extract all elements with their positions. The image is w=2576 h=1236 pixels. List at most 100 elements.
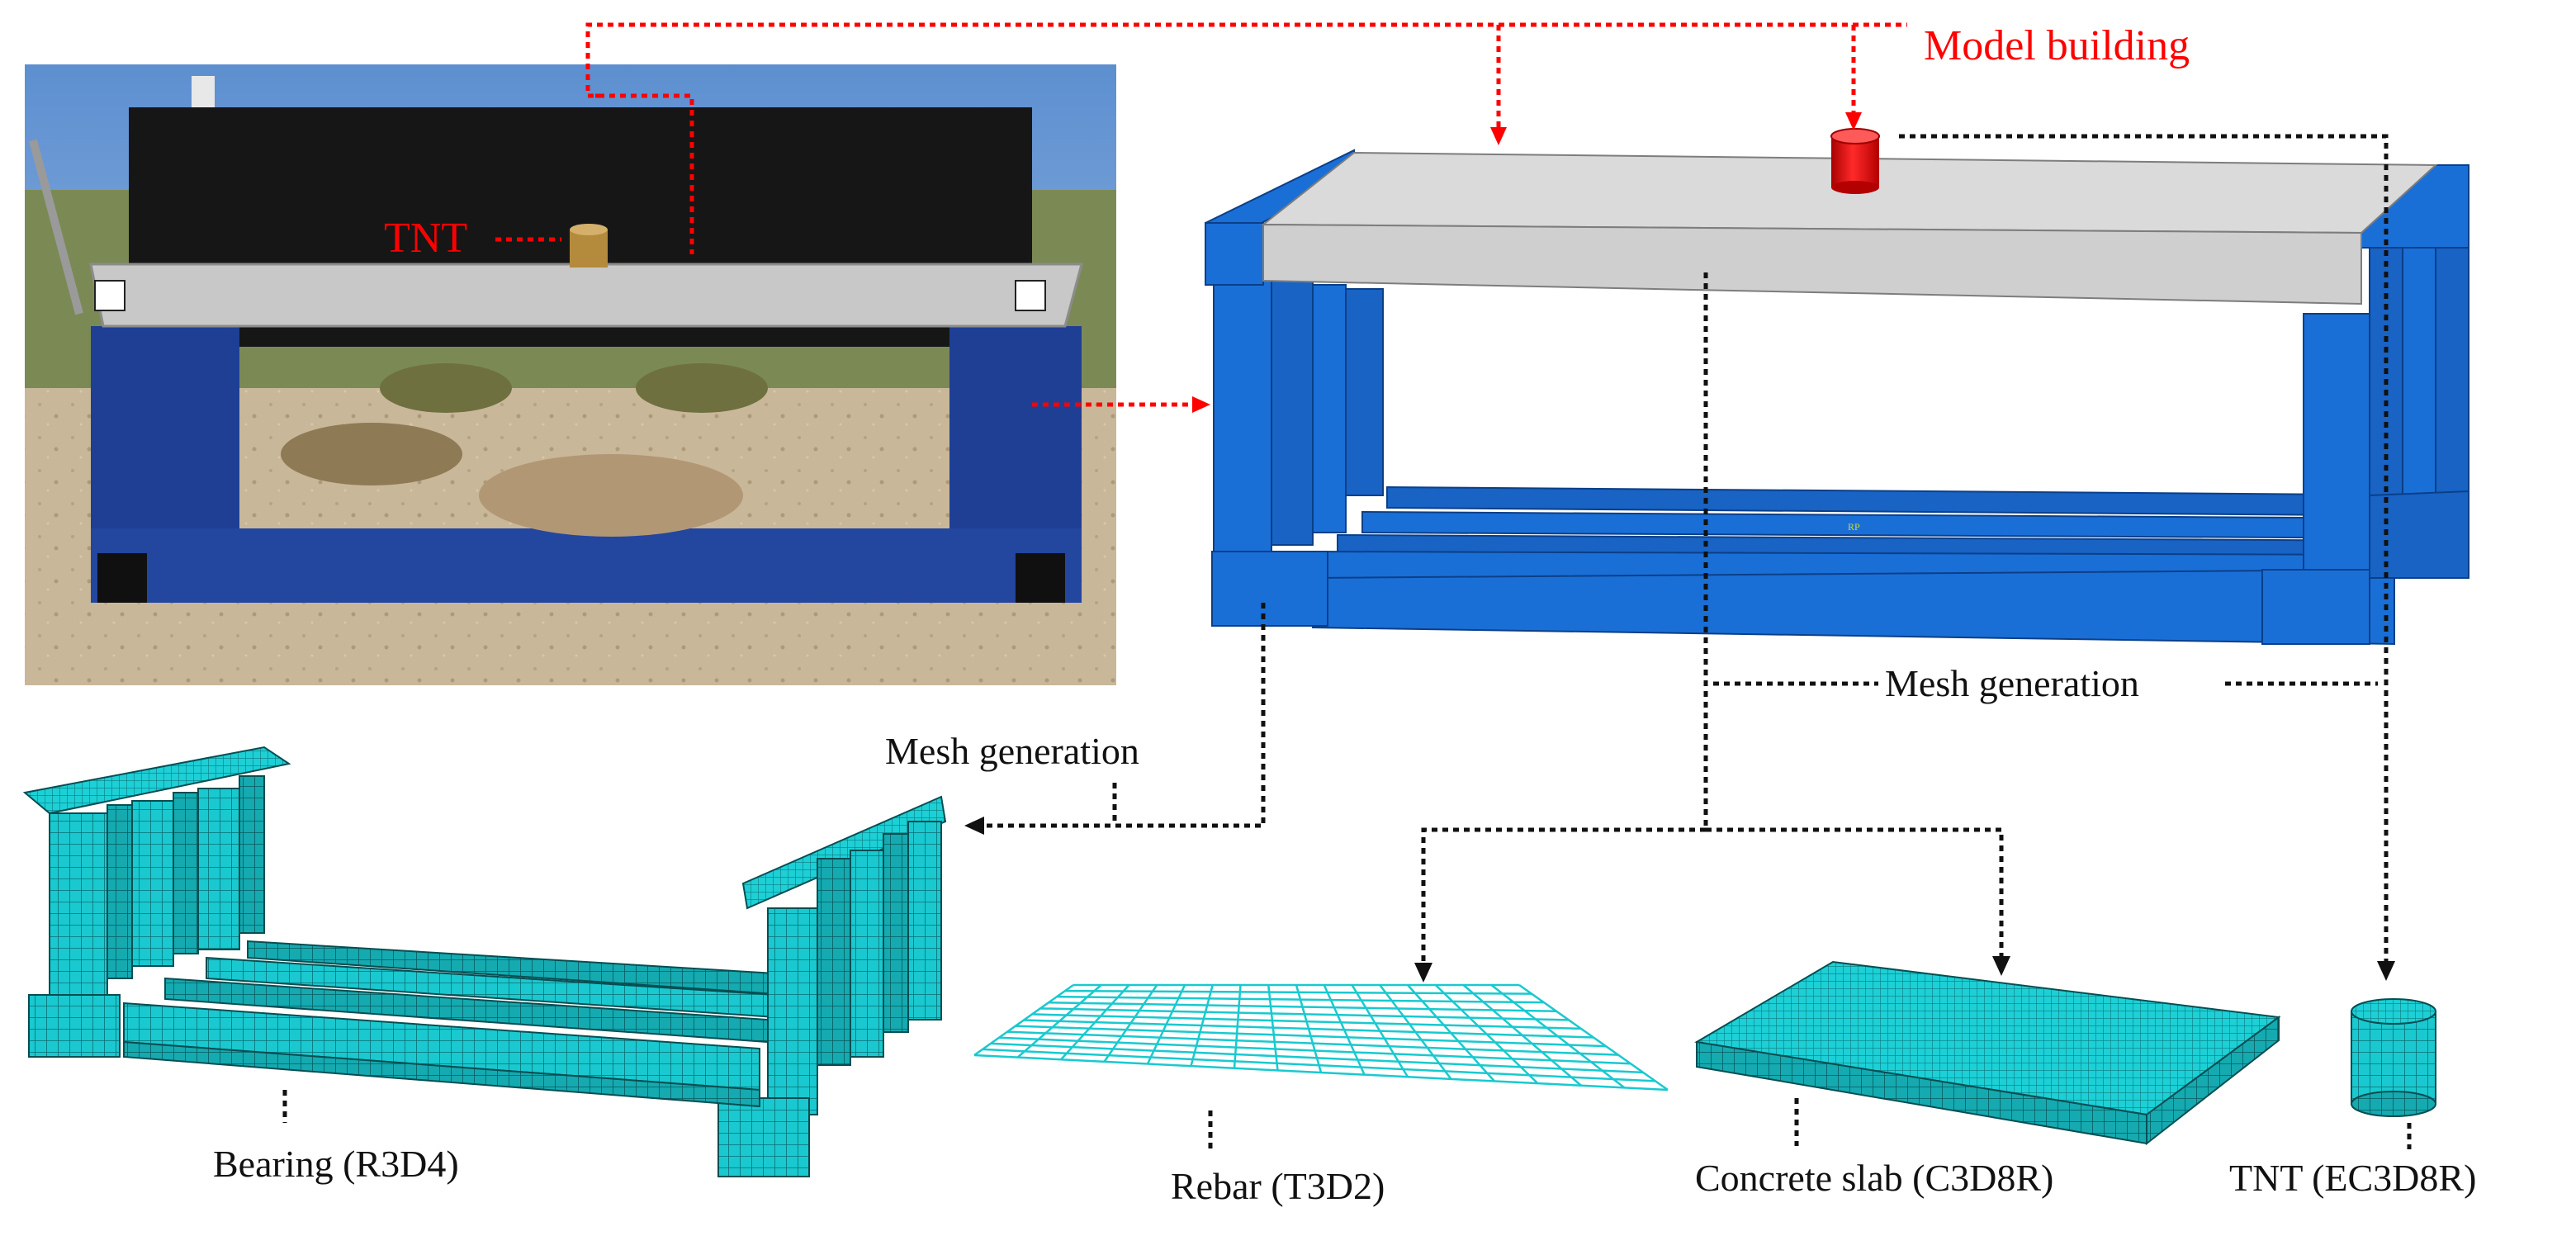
bearing-foot-right xyxy=(717,1097,810,1177)
bearing-top-right xyxy=(741,795,947,910)
bearing-foot-left xyxy=(28,994,121,1058)
black-arrowhead xyxy=(2377,961,2395,981)
rebar-transverse-bar xyxy=(1295,984,1323,1073)
rebar-transverse-bar xyxy=(1267,984,1279,1071)
label-rebar: Rebar (T3D2) xyxy=(1171,1165,1385,1207)
photo-slab xyxy=(89,263,1083,328)
mesh-bearing xyxy=(22,746,947,1177)
tnt-mesh-top xyxy=(2351,998,2436,1025)
photo-target-right xyxy=(1015,280,1046,311)
photo-target-left xyxy=(94,280,125,311)
label-mesh-generation-left: Mesh generation xyxy=(885,730,1139,772)
rebar-transverse-bar xyxy=(1351,984,1409,1077)
label-concrete-slab: Concrete slab (C3D8R) xyxy=(1695,1157,2053,1199)
test-photo xyxy=(25,64,1116,685)
rebar-transverse-bar xyxy=(1016,984,1102,1058)
rebar-transverse-bar xyxy=(1379,984,1452,1080)
photo-sandbag xyxy=(281,423,462,485)
bearing-column xyxy=(907,821,942,1021)
black-connector-tnt xyxy=(1899,134,2389,962)
bearing-column xyxy=(883,833,909,1033)
mesh-rebar xyxy=(973,983,1669,1092)
model-base-block-right xyxy=(2261,569,2370,645)
rebar-transverse-bar xyxy=(1190,984,1214,1067)
photo-frame-hole-right xyxy=(1016,553,1065,603)
rebar-transverse-bar xyxy=(1518,983,1669,1092)
red-connector-tnt-box xyxy=(588,93,694,254)
model-base-block-left xyxy=(1211,551,1328,627)
red-arrowhead xyxy=(1845,112,1862,130)
bearing-top-left xyxy=(22,746,291,815)
rebar-transverse-bar xyxy=(1233,984,1242,1068)
model-base-beam xyxy=(1312,568,2395,646)
slab-side-face xyxy=(2146,1016,2280,1146)
model-tnt-top xyxy=(1830,128,1880,144)
black-arrowhead xyxy=(1992,956,2010,976)
label-model-building: Model building xyxy=(1924,22,2190,69)
photo-post-cap xyxy=(192,76,215,107)
mesh-concrete-slab xyxy=(1694,960,2281,1146)
rebar-transverse-bar xyxy=(1462,984,1582,1087)
bearing-base-front xyxy=(123,1040,760,1108)
rebar-transverse-bar xyxy=(973,983,1074,1057)
bearing-column xyxy=(107,804,133,979)
rebar-transverse-bar xyxy=(1323,984,1366,1076)
model-rail xyxy=(1361,510,2445,540)
rebar-transverse-bar xyxy=(1146,984,1186,1065)
mesh-tnt xyxy=(2351,998,2436,1117)
model-column xyxy=(1271,280,1314,546)
black-arrowhead xyxy=(1414,963,1432,983)
bearing-column xyxy=(197,788,240,950)
black-arrowhead xyxy=(964,817,984,835)
tnt-mesh-body xyxy=(2351,1011,2436,1105)
red-connectors xyxy=(495,22,1907,407)
model-slab-front xyxy=(1262,223,2362,305)
rebar-transverse-bar xyxy=(1407,984,1495,1082)
photo-pole xyxy=(29,139,83,315)
bearing-column xyxy=(817,858,851,1066)
photo-frame-base xyxy=(91,528,1082,603)
model-top-beam-left-end xyxy=(1205,222,1264,286)
rebar-transverse-bar xyxy=(1060,984,1130,1061)
model-column xyxy=(2303,313,2370,579)
fe-model: RP xyxy=(1204,128,2469,646)
photo-sandbag xyxy=(636,363,768,413)
photo-tnt-charge xyxy=(570,230,608,268)
bearing-column xyxy=(850,850,884,1058)
rp-marker: RP xyxy=(1848,521,1860,533)
photo-frame-hole-left xyxy=(97,553,147,603)
rebar-transverse-bar xyxy=(1103,984,1158,1063)
bearing-column xyxy=(131,800,174,967)
photo-sandbag xyxy=(479,454,743,537)
red-arrowheads xyxy=(1192,112,1862,413)
bearing-column xyxy=(239,775,265,934)
black-connector-concrete xyxy=(1706,827,2004,958)
label-mesh-generation-right: Mesh generation xyxy=(1885,662,2139,704)
red-connector-top xyxy=(585,22,1907,91)
model-base-side xyxy=(2369,490,2469,579)
red-arrowhead xyxy=(1192,396,1210,413)
model-rail xyxy=(1386,485,2461,518)
rebar-transverse-bar xyxy=(1434,984,1539,1085)
label-tnt-photo: TNT xyxy=(384,215,467,262)
model-column xyxy=(1345,288,1384,496)
bearing-column xyxy=(49,812,108,1000)
model-column xyxy=(1312,284,1347,533)
tnt-mesh-bottom xyxy=(2351,1091,2436,1117)
bearing-column xyxy=(173,792,199,954)
black-connector-bearing xyxy=(983,603,1266,828)
bearing-column xyxy=(767,907,818,1115)
red-arrowhead xyxy=(1490,127,1507,145)
label-bearing: Bearing (R3D4) xyxy=(213,1143,459,1185)
photo-sandbag xyxy=(380,363,512,413)
photo-tnt-top xyxy=(570,224,608,235)
black-connector-rebar xyxy=(1421,827,1706,964)
label-tnt-mesh: TNT (EC3D8R) xyxy=(2229,1157,2476,1199)
model-tnt xyxy=(1831,136,1879,187)
model-tnt-bottom xyxy=(1831,181,1879,194)
model-column xyxy=(1213,280,1272,554)
rebar-transverse-bar xyxy=(1490,984,1626,1089)
black-arrowheads xyxy=(964,817,2395,983)
